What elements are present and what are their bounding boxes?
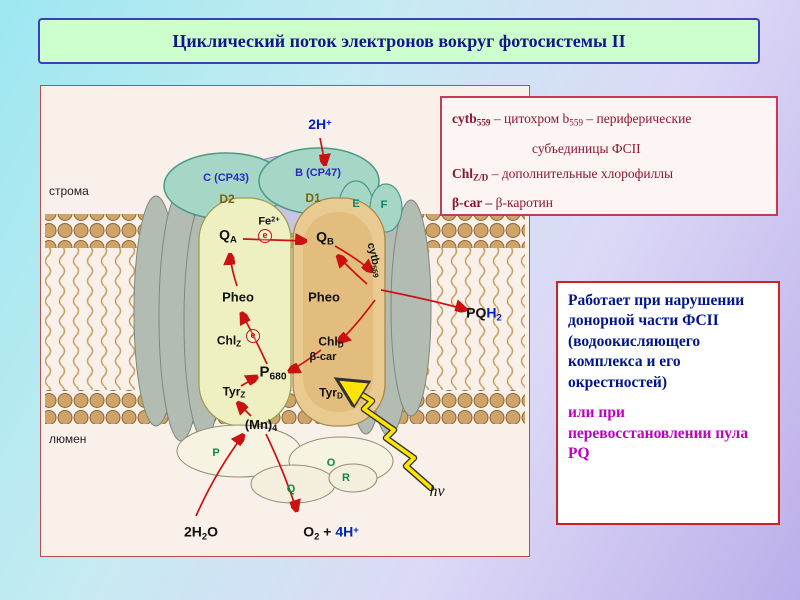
lumen-label: люмен	[49, 432, 87, 446]
p680-label: P680	[259, 363, 287, 383]
stroma-label: строма	[49, 184, 89, 198]
pqh2-label: PQH2	[466, 304, 502, 324]
legend-box: cytb559 – цитохром b559 – периферические…	[440, 96, 778, 216]
qb-label: QB	[316, 228, 334, 248]
subunit-f-label: F	[380, 199, 388, 211]
legend-line-subunits: субъединицы ФСII	[532, 140, 641, 156]
tyrd-label: TyrD	[319, 385, 343, 401]
pheo-right-label: Pheo	[308, 289, 340, 305]
note-text-alt: или при перевосстановлении пула PQ	[568, 404, 749, 463]
electron-marker: e	[246, 329, 260, 343]
mn-cluster-label: (Mn)4	[244, 416, 278, 434]
proton-top-label: 2H+	[308, 116, 332, 132]
electron-flow-arrows	[195, 137, 467, 517]
legend-line-cytb: cytb559 – цитохром b559 – периферические	[452, 111, 692, 128]
page-title: Циклический поток электронов вокруг фото…	[38, 18, 760, 64]
note-box: Работает при нарушении донорной части ФС…	[556, 281, 780, 525]
d1-label: D1	[305, 191, 321, 205]
light-bolt	[343, 383, 435, 492]
cp47-label: B (CP47)	[295, 167, 341, 179]
fe-label: Fe2+	[258, 214, 280, 228]
cp43-label: C (CP43)	[203, 172, 249, 184]
membrane-complex-drawing	[45, 137, 525, 517]
note-text-main: Работает при нарушении донорной части ФС…	[568, 292, 745, 391]
oxygen-label: O2 + 4H+	[303, 523, 359, 543]
psbr-label: R	[342, 472, 350, 484]
d2-label: D2	[219, 192, 235, 206]
psbp-label: P	[212, 447, 220, 459]
chld-label: ChlD	[318, 334, 344, 350]
electron-marker: e	[258, 229, 272, 243]
extrinsic-proteins	[176, 424, 394, 504]
legend-line-chl: ChlZ/D – дополнительные хлорофиллы	[452, 165, 674, 183]
d1-inner-shape	[303, 212, 373, 412]
tyrz-label: TyrZ	[222, 384, 246, 400]
psbo-label: O	[326, 457, 336, 469]
psbq-label: Q	[286, 483, 296, 495]
qa-label: QA	[219, 226, 237, 246]
legend-line-bcar: β-car – β-каротин	[452, 195, 553, 211]
pheo-left-label: Pheo	[222, 289, 254, 305]
hnu-label: hν	[429, 483, 445, 500]
chlz-label: ChlZ	[216, 333, 242, 349]
subunit-e-label: E	[352, 198, 360, 210]
water-label: 2H2O	[183, 523, 219, 543]
bcar-label: β-car	[309, 351, 337, 363]
